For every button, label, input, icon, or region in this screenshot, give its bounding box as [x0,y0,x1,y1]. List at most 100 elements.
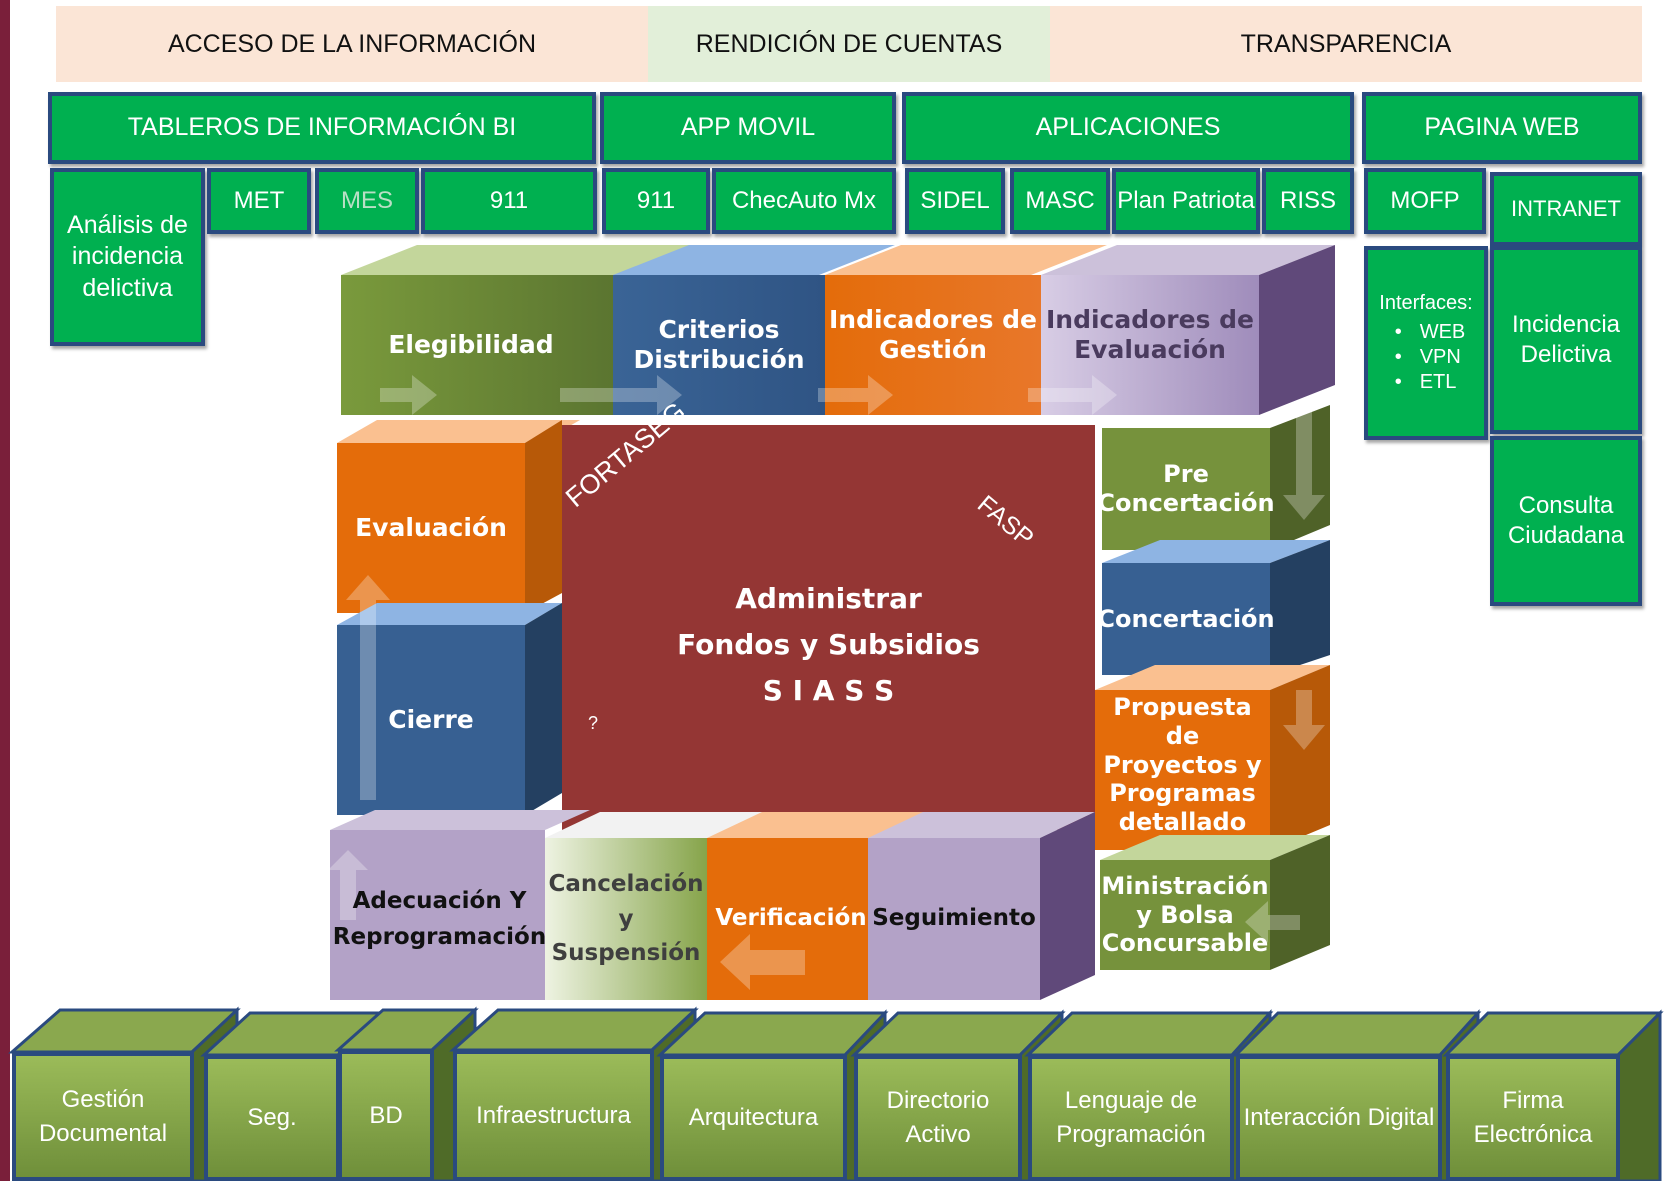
category-app-movil: APP MOVIL [600,92,896,164]
concertacion-side [1270,540,1330,675]
preconcertacion-front [1102,428,1270,550]
cancelacion-front [545,838,707,1000]
web-consulta-ciudadana: Consulta Ciudadana [1490,436,1642,606]
center-title-line1: Administrar [735,581,922,615]
subitem-mofp-label: MOFP [1390,187,1460,214]
category-pagina-web-label: PAGINA WEB [1424,113,1580,142]
process-ministracion-label: Ministración y Bolsa Concursable [1101,871,1269,958]
propuesta-top [1095,665,1330,690]
left-accent-bar [0,0,10,1181]
center-block [562,425,1095,830]
arrow-up-icon [328,850,368,920]
process-ind-evaluacion: Indicadores de Evaluación [1041,280,1259,390]
header-transparencia-label: TRANSPARENCIA [1240,29,1452,58]
infra-interaccion-digital-label: Interacción Digital [1243,1104,1435,1132]
arrow-left-icon [1245,901,1300,943]
subitem-checauto-label: ChecAuto Mx [731,187,877,214]
cierre-front [337,625,529,815]
infra-firma-electronica: Firma Electrónica [1446,1055,1620,1181]
arrow-right-icon [86,655,232,697]
infra-arquitectura-label: Arquitectura [688,1104,819,1132]
cierre-top [337,603,562,625]
ministracion-top [1100,835,1330,860]
center-small-mark: ? [588,713,598,734]
process-cierre: Cierre [337,625,525,815]
category-aplicaciones: APLICACIONES [902,92,1354,164]
process-criterios: Criterios Distribución [623,285,815,405]
seguimiento-front [868,838,1040,1000]
arrow-down-icon [1283,410,1325,520]
process-seguimiento-label: Seguimiento [872,905,1036,932]
process-elegibilidad-label: Elegibilidad [388,330,554,359]
indeval-front [1041,275,1259,415]
preconcertacion-side [1270,405,1330,550]
interface-etl: ETL [1395,370,1466,395]
infra-gestion-documental: Gestión Documental [12,1052,194,1181]
subitem-met-label: MET [233,187,285,214]
arrow-down-icon [1283,690,1325,750]
process-propuesta-label: Propuesta de Proyectos y Programas detal… [1103,693,1262,837]
subitem-911-app-label: 911 [636,187,676,214]
infra-interaccion-digital: Interacción Digital [1236,1055,1442,1181]
seguimiento-top [868,812,1095,838]
process-cancelacion: Cancelación y Suspensión [545,838,707,1000]
indgestion-top [825,245,1107,275]
subitem-911-app: 911 [602,168,710,234]
criterios-front [613,275,825,415]
process-ministracion: Ministración y Bolsa Concursable [1100,860,1270,970]
process-criterios-label: Criterios Distribución [633,315,805,374]
process-adecuacion: Adecuación Y Reprogramación [332,840,547,1000]
arrow-right-icon [380,375,437,415]
process-evaluacion-label: Evaluación [355,513,507,542]
arrow-right-icon [560,375,682,415]
header-rendicion: RENDICIÓN DE CUENTAS [648,6,1050,82]
indgestion-front [825,275,1041,415]
subitem-911-bi: 911 [421,168,597,234]
subitem-analisis: Análisis de incidencia delictiva [50,168,205,346]
header-acceso: ACCESO DE LA INFORMACIÓN [56,6,648,82]
ministracion-front [1100,860,1270,970]
interface-vpn: VPN [1395,345,1466,370]
infra-seg-label: Seg. [247,1104,297,1132]
infra-infraestructura: Infraestructura [453,1050,654,1181]
process-cancelacion-label: Cancelación y Suspensión [548,871,704,967]
process-propuesta: Propuesta de Proyectos y Programas detal… [1095,680,1270,850]
subitem-riss: RISS [1262,168,1354,234]
web-incidencia-label: Incidencia Delictiva [1511,311,1621,368]
subitem-sidel-label: SIDEL [920,187,990,214]
subitem-riss-label: RISS [1279,187,1336,214]
category-tableros-label: TABLEROS DE INFORMACIÓN BI [127,113,517,142]
process-cierre-label: Cierre [388,705,474,734]
process-pre-concertacion-label: Pre Concertación [1097,460,1275,517]
subitem-masc: MASC [1010,168,1110,234]
subitem-met: MET [207,168,311,234]
criterios-top [613,245,895,275]
adecuacion-front [330,830,545,1000]
interfaces-title: Interfaces: [1379,292,1473,314]
interface-web: WEB [1395,320,1466,345]
category-app-movil-label: APP MOVIL [680,113,816,142]
indeval-top [1041,245,1335,275]
process-pre-concertacion: Pre Concertación [1097,428,1274,550]
infra-seg: Seg. [204,1055,340,1181]
infra-directorio-activo-label: Directorio Activo [886,1087,990,1148]
category-pagina-web: PAGINA WEB [1362,92,1642,164]
concertacion-front [1102,563,1270,675]
process-verificacion: Verificación [707,838,875,1000]
subitem-intranet: INTRANET [1490,172,1642,246]
process-ind-gestion-label: Indicadores de Gestión [828,305,1038,364]
concertacion-top [1102,540,1330,563]
category-aplicaciones-label: APLICACIONES [1035,113,1221,142]
propuesta-front [1095,690,1270,850]
propuesta-side [1270,665,1330,850]
evaluacion-top [337,420,580,443]
process-adecuacion-label: Adecuación Y Reprogramación [332,888,547,950]
center-title-line3: S I A S S [762,674,895,708]
verificacion-front [707,838,875,1000]
subitem-checauto: ChecAuto Mx [712,168,896,234]
process-concertacion: Concertación [1097,563,1274,675]
subitem-mofp: MOFP [1364,168,1486,234]
process-seguimiento: Seguimiento [868,838,1040,1000]
subitem-plan-patriota: Plan Patriota [1112,168,1260,234]
infra-bd-label: BD [369,1101,403,1129]
